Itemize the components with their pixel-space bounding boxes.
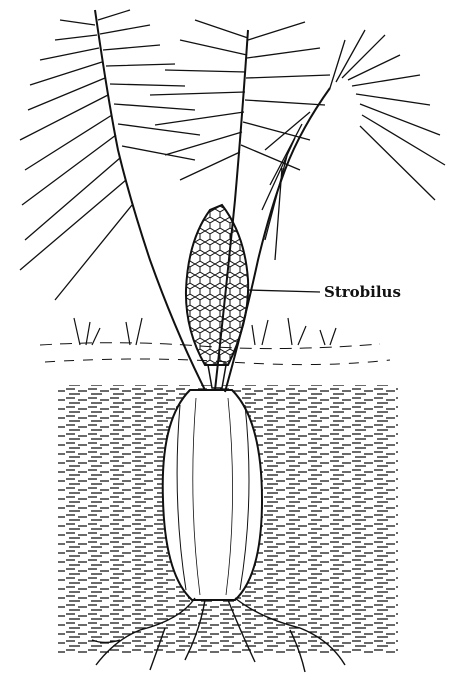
strobilus-leader-line <box>248 290 320 292</box>
strobilus-label: Strobilus <box>324 283 401 301</box>
left-frond <box>20 10 200 300</box>
strobilus-cone <box>186 205 248 388</box>
trunk <box>163 390 262 600</box>
right-frond <box>262 30 445 260</box>
